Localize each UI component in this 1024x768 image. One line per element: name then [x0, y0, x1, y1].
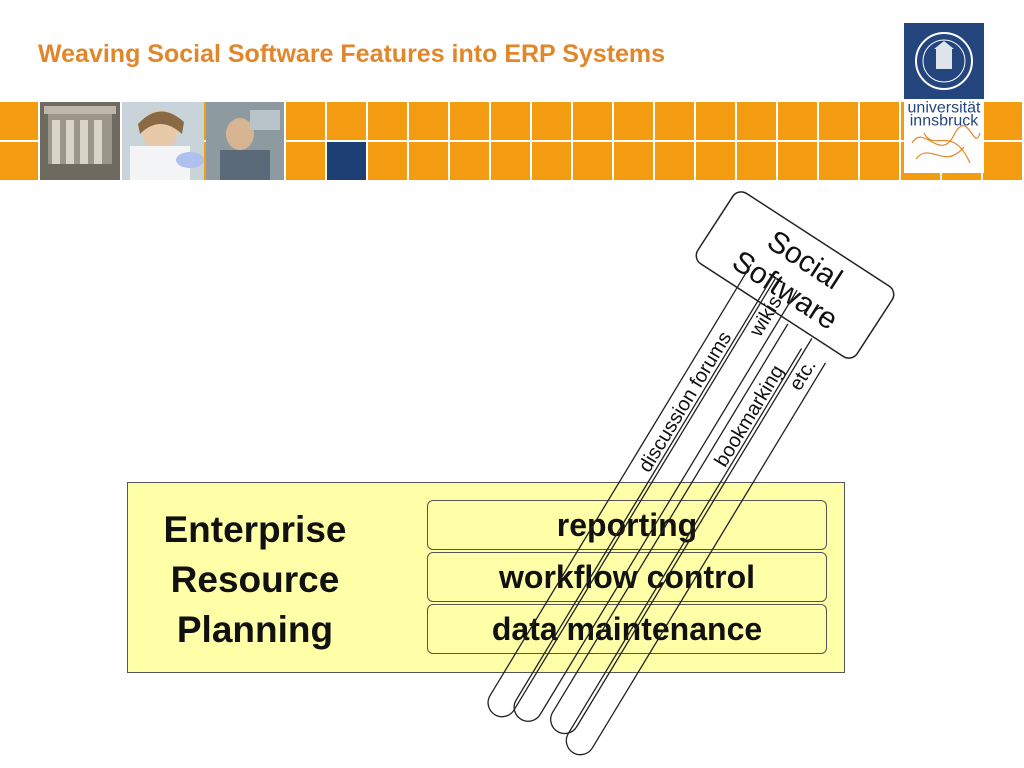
erp-title: Enterprise Resource Planning: [135, 505, 375, 655]
feature-data-maintenance: data maintenance: [427, 604, 827, 654]
banner-tile: [0, 102, 38, 140]
logo-text-innsbruck: innsbruck: [910, 112, 979, 129]
erp-title-line-2: Resource: [170, 559, 340, 600]
strand-bookmarking: bookmarking: [550, 323, 813, 735]
banner-tile: [450, 102, 489, 140]
banner-tile: [983, 102, 1022, 140]
banner-tile: [983, 142, 1022, 180]
banner-tile: [573, 102, 612, 140]
banner-tile: [491, 102, 530, 140]
photo-collage-image: [40, 102, 284, 180]
banner-tile: [778, 102, 817, 140]
erp-title-line-3: Planning: [176, 609, 334, 650]
strand-etc: etc.: [565, 348, 826, 756]
banner-tile: [327, 102, 366, 140]
logo-text-universitat: universität: [908, 99, 981, 116]
banner-tile: [368, 102, 407, 140]
slide-title: Weaving Social Software Features into ER…: [38, 40, 666, 68]
university-logo: universität innsbruck: [904, 23, 984, 173]
banner-tile: [737, 142, 776, 180]
strand-label-etc: etc.: [785, 355, 821, 394]
banner-tile: [737, 102, 776, 140]
feature-workflow-control: workflow control: [427, 552, 827, 602]
banner-tile: [614, 102, 653, 140]
banner-tile: [573, 142, 612, 180]
banner-tile: [286, 142, 325, 180]
banner-tile: [327, 142, 366, 180]
banner-tile: [368, 142, 407, 180]
banner-tile: [696, 102, 735, 140]
feature-reporting: reporting: [427, 500, 827, 550]
strand-label-bookmarking: bookmarking: [711, 361, 789, 470]
banner-tile: [614, 142, 653, 180]
banner-tile: [696, 142, 735, 180]
banner-tile: [655, 142, 694, 180]
banner-tile: [860, 102, 899, 140]
banner-tile: [532, 142, 571, 180]
banner-tile: [819, 102, 858, 140]
erp-title-line-1: Enterprise: [163, 509, 347, 550]
banner-tile: [409, 142, 448, 180]
banner-tile: [409, 102, 448, 140]
banner-tile: [778, 142, 817, 180]
banner-tile: [532, 102, 571, 140]
banner-tile: [819, 142, 858, 180]
banner-tile: [450, 142, 489, 180]
banner-tile: [860, 142, 899, 180]
banner-tile: [0, 142, 38, 180]
banner-tile: [655, 102, 694, 140]
strand-discussion-forums: discussion forums: [487, 263, 776, 718]
strand-wikis: wikis: [513, 275, 798, 722]
banner-tile: [491, 142, 530, 180]
banner-tile: [286, 102, 325, 140]
